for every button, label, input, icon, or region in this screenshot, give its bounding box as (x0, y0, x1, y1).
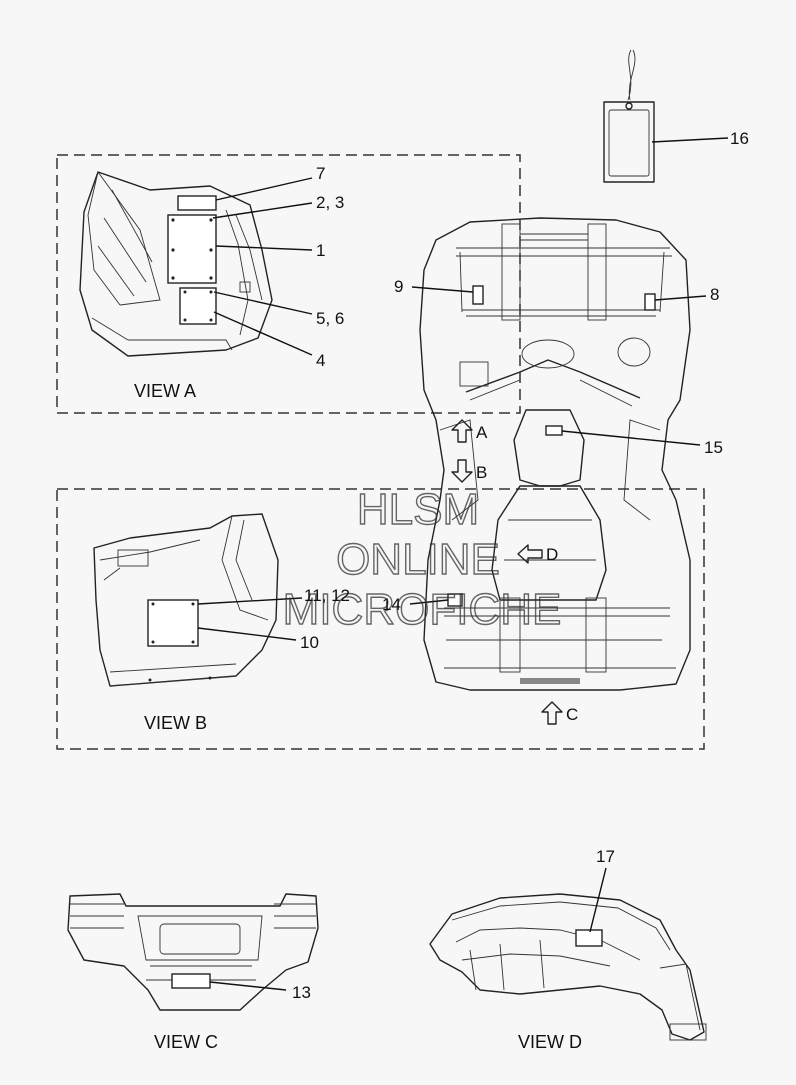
callout-17: 17 (596, 847, 615, 866)
view-b-caption: VIEW B (144, 713, 207, 733)
callout-10: 10 (300, 633, 319, 652)
arrow-label-a: A (476, 423, 488, 442)
view-b-box (56, 488, 705, 750)
view-d-fender (429, 893, 707, 1041)
view-c-fender (67, 893, 319, 1011)
watermark-line-2: ONLINE (336, 535, 500, 584)
arrow-label-c: C (566, 705, 578, 724)
decal-10 (147, 599, 199, 647)
decal-4 (179, 287, 217, 325)
arrow-b (451, 459, 473, 483)
arrow-d (517, 544, 543, 564)
callout-7: 7 (316, 164, 325, 183)
callout-8: 8 (710, 285, 719, 304)
decal-8 (644, 293, 656, 311)
callout-16: 16 (730, 129, 749, 148)
leader-lines (197, 137, 729, 991)
view-a-fender (79, 171, 273, 357)
decal-1 (167, 214, 217, 284)
arrow-c (541, 701, 563, 725)
watermark: HLSM ONLINE MICROFICHE (282, 484, 562, 634)
decal-17 (575, 929, 603, 947)
callout-4: 4 (316, 351, 325, 370)
hang-tag (603, 49, 655, 183)
view-d-caption: VIEW D (518, 1032, 582, 1052)
callout-11-12: 11, 12 (304, 586, 350, 605)
view-c-caption: VIEW C (154, 1032, 218, 1052)
callout-2-3: 2, 3 (316, 193, 344, 212)
arrow-a (451, 419, 473, 443)
callout-9: 9 (394, 277, 403, 296)
view-a-caption: VIEW A (134, 381, 196, 401)
arrow-label-d: D (546, 545, 558, 564)
watermark-line-1: HLSM (357, 485, 479, 534)
view-b-fender (93, 513, 279, 687)
watermark-line-3: MICROFICHE (283, 585, 562, 634)
callout-14: 14 (382, 595, 401, 614)
decal-9 (472, 285, 484, 305)
decal-13 (171, 973, 211, 989)
callout-1: 1 (316, 241, 325, 260)
decal-7 (177, 195, 217, 211)
callout-15: 15 (704, 438, 723, 457)
arrow-label-b: B (476, 463, 487, 482)
atv-top-view (419, 217, 691, 691)
view-a-box (56, 154, 521, 414)
decal-15 (545, 425, 563, 436)
callout-5-6: 5, 6 (316, 309, 344, 328)
callout-13: 13 (292, 983, 311, 1002)
